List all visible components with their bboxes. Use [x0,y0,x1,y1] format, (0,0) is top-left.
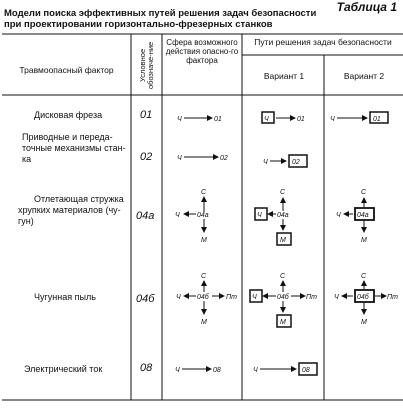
label-ch: Ч [177,116,182,123]
label-01: 01 [297,116,305,123]
document-title: Модели поиска эффективных путей решения … [4,8,344,30]
row-5-sphere-diagram: Ч 08 [175,366,221,374]
title-line-1: Модели поиска эффективных путей решения … [4,8,317,19]
label-01: 01 [214,116,222,123]
header-factor: Травмоопасный фактор [19,65,114,75]
header-variant-2: Вариант 2 [343,71,385,81]
row-1-factor: Дисковая фреза [34,110,103,120]
label-m: М [361,319,367,326]
label-s: С [201,273,207,280]
row-1-code: 01 [140,109,153,121]
label-ch: Ч [263,159,268,166]
label-02: 02 [220,155,228,162]
header-variant-1: Вариант 1 [263,71,305,81]
label-ch: Ч [336,212,341,219]
label-02: 02 [292,159,300,166]
row-3-factor: Отлетающая стружка хрупких материалов (ч… [18,194,130,227]
label-s: С [280,273,286,280]
label-ch: Ч [264,116,269,123]
row-3-variant-2-diagram: С Ч 04а М [336,189,375,244]
label-04b: 04б [357,293,370,301]
title-line-2: при проектировании горизонтально-фрезерн… [4,19,273,30]
label-ch: Ч [176,294,181,301]
row-3-factor-line-3: гун) [18,216,34,226]
table-number-label: Таблица 1 [336,0,397,14]
label-ch: Ч [175,212,180,219]
label-ch: Ч [252,294,257,301]
row-4-factor: Чугунная пыль [34,292,96,302]
row-1-sphere-diagram: Ч 01 [177,115,222,123]
label-m: М [361,237,367,244]
header-sphere: Сфера возможного действия опасно-го факт… [165,38,239,65]
row-5-variant-1-diagram: Ч 08 [253,362,318,376]
label-m: М [280,237,286,244]
row-3-factor-line-1: Отлетающая стружка [34,194,124,204]
row-2-factor-line-3: ка [22,154,32,164]
row-3-factor-line-2: хрупких материалов (чу- [18,205,121,215]
label-08: 08 [302,367,310,374]
row-4-sphere-diagram: С Ч 04б Пт М [176,273,237,326]
label-ch: Ч [253,367,258,374]
label-s: С [361,189,367,196]
row-3-sphere-diagram: С Ч 04а М [175,189,209,244]
label-ch: Ч [175,367,180,374]
label-01: 01 [373,116,381,123]
label-04b: 04б [197,293,210,301]
label-04a: 04а [277,212,289,219]
row-4-variant-2-diagram: С Ч 04б Пт М [334,273,398,326]
row-4-variant-1-diagram: С Ч 04б Пт М [249,273,317,328]
row-5-code: 08 [140,362,153,374]
label-04a: 04а [357,212,369,219]
label-ch: Ч [334,294,339,301]
row-2-sphere-diagram: Ч 02 [177,154,228,162]
row-3-code: 04а [136,210,155,222]
row-1-variant-1-diagram: Ч 01 [261,111,305,124]
row-3-variant-1-diagram: С Ч 04а М [254,189,292,246]
row-1-variant-2-diagram: Ч 01 [330,111,389,124]
header-ways: Пути решения задач безопасности [254,37,392,47]
label-04b: 04б [277,293,290,301]
label-ch: Ч [177,155,182,162]
label-ch: Ч [330,116,335,123]
label-m: М [201,319,207,326]
row-5-factor: Электрический ток [24,364,103,374]
label-m: М [280,319,286,326]
row-2-factor: Приводные и переда- точные механизмы ста… [22,132,130,165]
label-m: М [201,237,207,244]
row-2-code: 02 [140,151,153,163]
label-08: 08 [213,367,221,374]
row-2-factor-line-1: Приводные и переда- [22,132,113,142]
label-s: С [201,189,207,196]
label-s: С [280,189,286,196]
label-pt: Пт [226,294,237,301]
label-pt: Пт [306,294,317,301]
label-04a: 04а [197,212,209,219]
label-s: С [361,273,367,280]
label-pt: Пт [387,294,398,301]
label-ch: Ч [257,212,262,219]
row-2-factor-line-2: точные механизмы стан- [22,143,126,153]
row-4-code: 04б [136,293,155,305]
row-2-variant-1-diagram: Ч 02 [263,154,308,168]
